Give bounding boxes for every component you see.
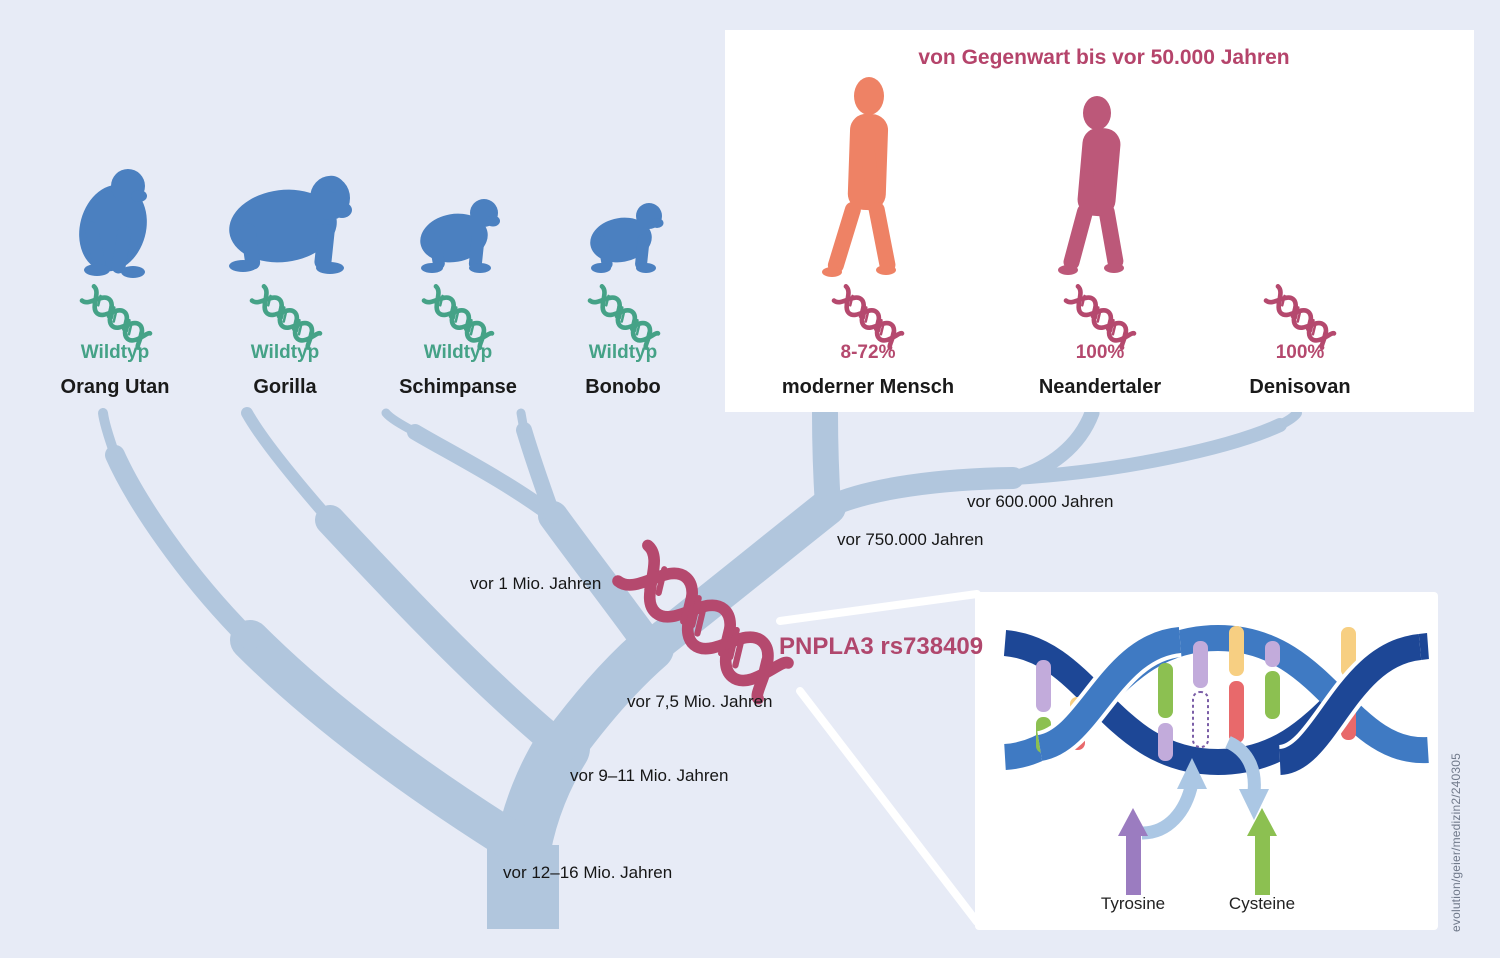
- frequency-neanderthal: 100%: [1075, 342, 1125, 363]
- arrow-out-head: [1239, 789, 1269, 820]
- species-name-denisovan: Denisovan: [1249, 376, 1351, 398]
- tree-label-1mio: vor 1 Mio. Jahren: [470, 574, 602, 593]
- wildtype-dna-icons: [82, 286, 658, 347]
- species-name-orangutan: Orang Utan: [60, 376, 170, 398]
- magnifier-callout-lines: [776, 590, 981, 926]
- species-name-modern-human: moderner Mensch: [781, 376, 955, 398]
- frequency-denisovan: 100%: [1275, 342, 1325, 363]
- species-name-chimpanzee: Schimpanse: [399, 376, 517, 398]
- wildtype-label-bonobo: Wildtyp: [588, 342, 658, 363]
- species-name-neanderthal: Neandertaler: [1038, 376, 1162, 398]
- image-credit: evolution/geier/medizin2/240305: [1449, 753, 1463, 932]
- wildtype-label-chimpanzee: Wildtyp: [423, 342, 493, 363]
- neanderthal-silhouette: [1058, 96, 1124, 275]
- chimpanzee-silhouette: [420, 199, 500, 273]
- tree-label-750k: vor 750.000 Jahren: [837, 530, 984, 549]
- tree-label-600k: vor 600.000 Jahren: [967, 492, 1114, 511]
- cysteine-arrow: [1247, 808, 1277, 895]
- branch-human-lineage: [633, 489, 846, 666]
- tyrosine-arrow: [1118, 808, 1148, 895]
- arrow-in-head: [1177, 758, 1207, 789]
- wildtype-label-orangutan: Wildtyp: [80, 342, 150, 363]
- tree-label-12-16mio: vor 12–16 Mio. Jahren: [503, 863, 673, 882]
- phylogenetic-tree: [98, 400, 1302, 929]
- wildtype-label-gorilla: Wildtyp: [250, 342, 320, 363]
- dna-double-helix: [1003, 623, 1430, 779]
- gorilla-silhouette: [229, 175, 352, 274]
- cysteine-label: Cysteine: [1228, 894, 1296, 913]
- missing-base-outline: [1192, 691, 1209, 748]
- orangutan-silhouette: [79, 169, 147, 278]
- bonobo-silhouette: [590, 203, 664, 273]
- species-name-bonobo: Bonobo: [585, 376, 661, 398]
- tree-label-9-11mio: vor 9–11 Mio. Jahren: [570, 766, 729, 785]
- panel-title: von Gegenwart bis vor 50.000 Jahren: [918, 46, 1290, 69]
- frequency-modern-human: 8-72%: [840, 342, 896, 363]
- substitution-arrows: [1118, 736, 1277, 895]
- tyrosine-label: Tyrosine: [1100, 894, 1166, 913]
- arrow-out-curve: [1224, 736, 1261, 793]
- gene-variant-label: PNPLA3 rs738409: [779, 633, 984, 660]
- tree-label-7-5mio: vor 7,5 Mio. Jahren: [627, 692, 773, 711]
- arrow-in-curve: [1141, 781, 1199, 840]
- modern-human-silhouette: [822, 77, 896, 277]
- species-name-gorilla: Gorilla: [253, 376, 317, 398]
